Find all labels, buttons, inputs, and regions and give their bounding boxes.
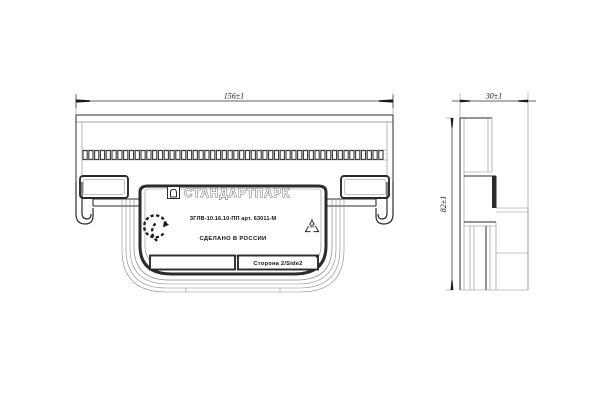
perforation-cell [239, 150, 245, 160]
perforation-cell [308, 150, 314, 160]
arrow-left-156 [76, 99, 90, 103]
perforation-cell [343, 150, 349, 160]
arrow-left-30 [460, 99, 470, 103]
tick-mark-right [315, 255, 319, 259]
perforation-cell [256, 150, 262, 160]
perforation-cell [99, 150, 106, 160]
perforation-cell [349, 150, 355, 160]
perforation-cell [366, 150, 372, 160]
perforation-cell [123, 150, 129, 160]
perforation-cell [314, 150, 320, 160]
arch-square-logo-icon [167, 186, 180, 199]
tick-mark-center [236, 255, 240, 259]
dimension-line-30: 30±1 [452, 92, 536, 103]
perforation-cell [285, 150, 291, 160]
perforation-cell [337, 150, 343, 160]
bottom-feet-marks [185, 288, 281, 292]
circular-arrow-icon [143, 214, 169, 243]
perforation-cell [146, 150, 152, 160]
perforation-cell [175, 150, 181, 160]
perforation-cell [378, 150, 384, 160]
perforation-cell [163, 150, 169, 160]
perforation-cell [297, 150, 303, 160]
perforation-cell [192, 150, 198, 160]
perforation-cell [117, 150, 123, 160]
dimension-line-156: 156±1 [75, 92, 394, 108]
brand-row: СТАНДАРТПАРК [167, 186, 290, 200]
perforation-cell [244, 150, 251, 160]
perforation-cell [128, 150, 135, 160]
perforation-cell [227, 150, 233, 160]
perforation-cell [152, 150, 158, 160]
perforation-cell [140, 150, 146, 160]
brand-wordmark: СТАНДАРТПАРК [184, 188, 290, 200]
perforation-cell [204, 150, 210, 160]
dimension-width-156-label: 156±1 [224, 92, 244, 101]
side-profile [459, 117, 529, 291]
perforation-cell [82, 150, 88, 160]
origin-text: СДЕЛАНО В РОССИИ [199, 236, 266, 242]
perforation-cell [105, 150, 111, 160]
perforation-cell [181, 150, 187, 160]
perforation-cell [198, 150, 204, 160]
side-marking-text: Сторона 2/Side2 [253, 261, 302, 267]
arrow-bottom-82 [450, 280, 454, 290]
arrow-right-156 [379, 99, 393, 103]
perforation-cell [88, 150, 94, 160]
perforation-cell [186, 150, 193, 160]
perforation-cell [355, 150, 361, 160]
right-lug [340, 175, 390, 199]
perforation-cell [169, 150, 175, 160]
perforation-cell [250, 150, 256, 160]
side-view-group: 30±1 82±1 [439, 92, 536, 291]
perforation-cell [279, 150, 285, 160]
perforation-cell [291, 150, 297, 160]
side-dark-rib [492, 176, 497, 208]
perforation-cell [221, 150, 227, 160]
perforation-cell [273, 150, 280, 160]
dimension-line-82: 82±1 [439, 118, 454, 290]
bottom-panels: Сторона 2/Side2 [149, 254, 319, 271]
bottom-panel-left [149, 254, 236, 271]
body-outer-contours [121, 199, 345, 293]
dimension-depth-30-label: 30±1 [485, 92, 502, 101]
recycle-triangle-icon: 05 [304, 218, 320, 233]
arrow-right-30 [518, 99, 528, 103]
perforation-cell [94, 150, 100, 160]
left-lug [79, 175, 129, 199]
recycle-code-label: 05 [309, 223, 315, 228]
perforation-cell [134, 150, 140, 160]
dimension-height-82-label: 82±1 [439, 196, 448, 212]
product-code-text: ЗГЛВ-10.16.10-ПП арт. 63011-М [190, 216, 277, 222]
perforation-cell [233, 150, 239, 160]
perforation-cell [210, 150, 216, 160]
perforation-cell [302, 150, 309, 160]
perforation-cell [262, 150, 268, 160]
right-hook-bracket [375, 182, 394, 225]
bottom-panel-right [237, 254, 319, 271]
perforation-cell [215, 150, 222, 160]
perforation-cell [111, 150, 117, 160]
left-hook-bracket [75, 182, 94, 225]
perforation-band [82, 149, 387, 161]
perforation-cell [326, 150, 332, 160]
front-view-group: 156±1 [75, 92, 394, 293]
perforation-cell [320, 150, 326, 160]
perforation-cell [268, 150, 274, 160]
perforation-cell [372, 150, 378, 160]
perforation-cell [331, 150, 338, 160]
front-top-rim [75, 114, 394, 182]
arrow-top-82 [450, 118, 454, 128]
perforation-cell [360, 150, 367, 160]
perforation-cell [157, 150, 164, 160]
